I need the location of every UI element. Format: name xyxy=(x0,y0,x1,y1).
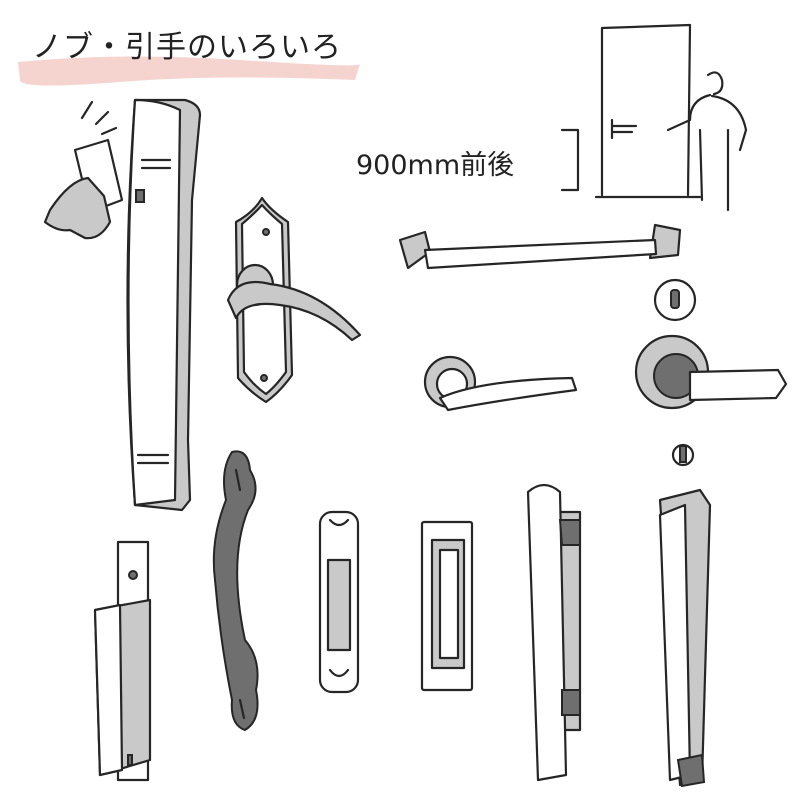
ornate-s-grip-handle xyxy=(212,450,259,732)
door-with-person xyxy=(560,23,748,212)
towel-bar-handle xyxy=(398,223,682,270)
ornate-flush-pull xyxy=(318,510,360,694)
large-rose-lever-handle xyxy=(634,334,788,410)
round-rose-lever-handle xyxy=(423,355,578,412)
card-key-hand xyxy=(43,100,124,240)
rectangular-flush-pull xyxy=(420,520,474,692)
slim-bar-pull-handle xyxy=(658,488,712,788)
long-bar-pull-handle xyxy=(526,483,582,782)
page-title: ノブ・引手のいろいろ xyxy=(32,30,342,65)
lever-pull-on-narrow-plate xyxy=(93,540,152,782)
door-height-label: 900mm前後 xyxy=(356,150,515,181)
keyhole-escutcheon xyxy=(653,278,697,322)
long-curved-pull-handle xyxy=(126,98,202,512)
thumb-turn xyxy=(671,443,695,467)
lever-handle-on-backplate xyxy=(226,196,362,404)
title-underline xyxy=(18,56,360,86)
